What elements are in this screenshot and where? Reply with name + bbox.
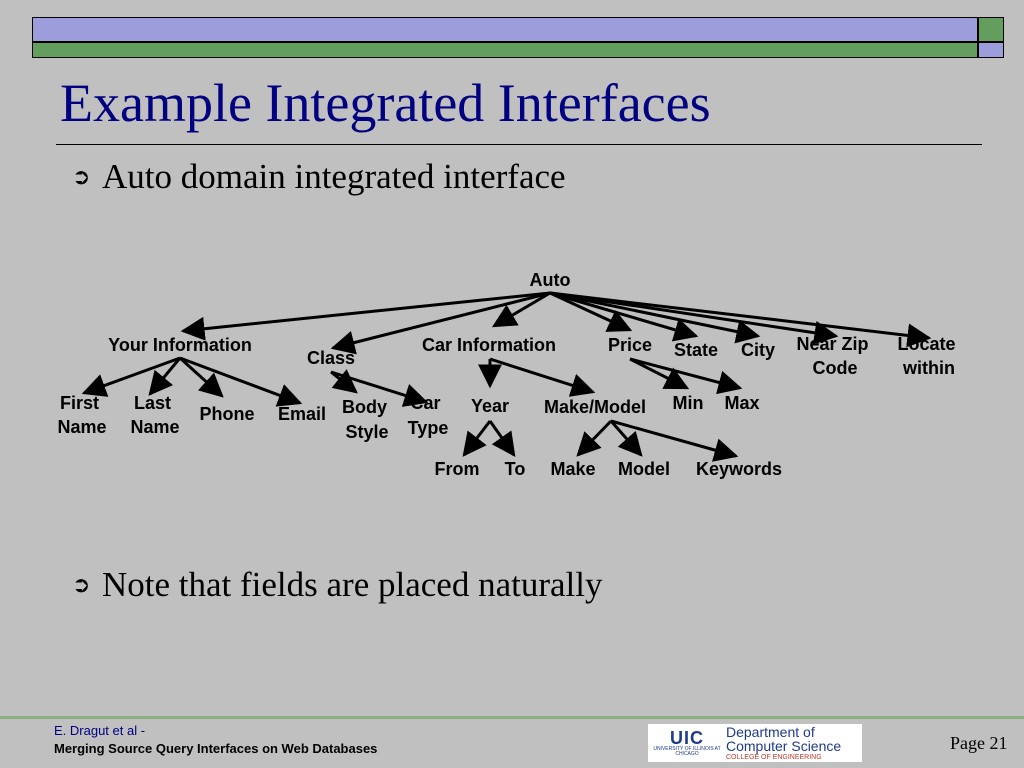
edge-price-min (629, 357, 690, 390)
logo-uic-text: UIC (670, 728, 704, 748)
node-first-name-line2: Name (57, 417, 106, 437)
edge-your-info-first-name (81, 356, 181, 397)
edge-make-model-keywords (610, 419, 739, 462)
bullet-2-text: Note that fields are placed naturally (102, 565, 603, 604)
node-near-zip-code: Near Zip Code (796, 334, 873, 378)
header-bar-top (32, 17, 978, 42)
footer-subtitle: Merging Source Query Interfaces on Web D… (54, 741, 378, 756)
logo-dept-line2: Computer Science (726, 738, 842, 755)
node-make-model: Make/Model (544, 397, 646, 417)
node-car-type: Car Type (408, 393, 449, 438)
edge-price-max (629, 357, 743, 395)
node-auto: Auto (530, 270, 571, 290)
edge-auto-price (549, 291, 633, 332)
node-near-zip-code-line1: Near Zip (796, 334, 868, 354)
node-year: Year (471, 396, 509, 416)
node-your-information: Your Information (108, 335, 252, 355)
edge-auto-locate-within (549, 291, 932, 348)
logo-dept-line1: Department of (726, 723, 815, 740)
node-max: Max (724, 393, 759, 413)
arrow-bullet-icon: ➲ (72, 164, 91, 190)
node-locate-within-line2: within (902, 358, 955, 378)
edge-year-to (488, 420, 516, 457)
edge-your-info-email (179, 356, 303, 407)
page-number: Page 21 (950, 733, 1008, 753)
node-price: Price (608, 335, 652, 355)
header-square-top (978, 17, 1004, 42)
tree-edges (81, 291, 932, 462)
uic-cs-logo: UIC UNIVERSITY OF ILLINOIS AT CHICAGO De… (648, 724, 862, 762)
logo-department: Department of Computer Science COLLEGE O… (726, 723, 842, 762)
edge-make-model-model (609, 420, 643, 457)
footer-divider (0, 716, 1024, 719)
node-car-type-line1: Car (410, 393, 440, 413)
node-body-style: Body Style (342, 397, 392, 442)
node-last-name-line1: Last (134, 393, 171, 413)
node-locate-within-line1: Locate (897, 334, 955, 354)
bullet-1: ➲ Auto domain integrated interface (72, 157, 566, 197)
bullet-1-text: Auto domain integrated interface (102, 157, 566, 196)
tree-labels: Auto Your Information Class Car Informat… (57, 270, 960, 479)
node-car-type-line2: Type (408, 418, 449, 438)
node-near-zip-code-line2: Code (813, 358, 858, 378)
edge-auto-city (549, 291, 761, 344)
node-first-name: First Name (57, 393, 106, 437)
node-class: Class (307, 348, 355, 368)
edge-auto-class (330, 291, 551, 355)
uic-mark: UIC UNIVERSITY OF ILLINOIS AT CHICAGO (648, 729, 726, 757)
edge-make-model-make (576, 419, 613, 457)
edge-class-body-style (330, 369, 358, 394)
node-from: From (435, 459, 480, 479)
logo-college: COLLEGE OF ENGINEERING (726, 754, 822, 762)
node-min: Min (673, 393, 704, 413)
slide-title: Example Integrated Interfaces (60, 73, 711, 133)
header-bar-middle (32, 42, 978, 58)
node-city: City (741, 340, 775, 360)
logo-university-text: UNIVERSITY OF ILLINOIS AT CHICAGO (653, 746, 721, 757)
edge-year-from (462, 420, 492, 457)
node-locate-within: Locate within (897, 334, 960, 378)
arrow-bullet-icon: ➲ (72, 572, 91, 598)
title-divider (56, 144, 982, 145)
edge-auto-your-information (180, 291, 551, 341)
edge-your-info-phone (178, 356, 224, 398)
node-body-style-line1: Body (342, 397, 387, 417)
edge-auto-state (549, 291, 699, 342)
node-first-name-line1: First (60, 393, 99, 413)
node-body-style-line2: Style (345, 422, 388, 442)
node-model: Model (618, 459, 670, 479)
node-last-name-line2: Name (130, 417, 179, 437)
edge-your-info-last-name (148, 357, 182, 396)
node-car-information: Car Information (422, 335, 556, 355)
node-state: State (674, 340, 718, 360)
node-to: To (505, 459, 526, 479)
node-email: Email (278, 404, 326, 424)
footer-author: E. Dragut et al - (54, 723, 146, 738)
header-square-bottom (978, 42, 1004, 58)
bullet-2: ➲ Note that fields are placed naturally (72, 565, 602, 605)
edge-car-info-make-model (489, 357, 596, 397)
node-last-name: Last Name (130, 393, 179, 437)
edge-auto-car-information (491, 291, 551, 328)
edge-class-car-type (330, 370, 429, 407)
node-keywords: Keywords (696, 459, 782, 479)
node-phone: Phone (199, 404, 254, 424)
node-make: Make (550, 459, 595, 479)
